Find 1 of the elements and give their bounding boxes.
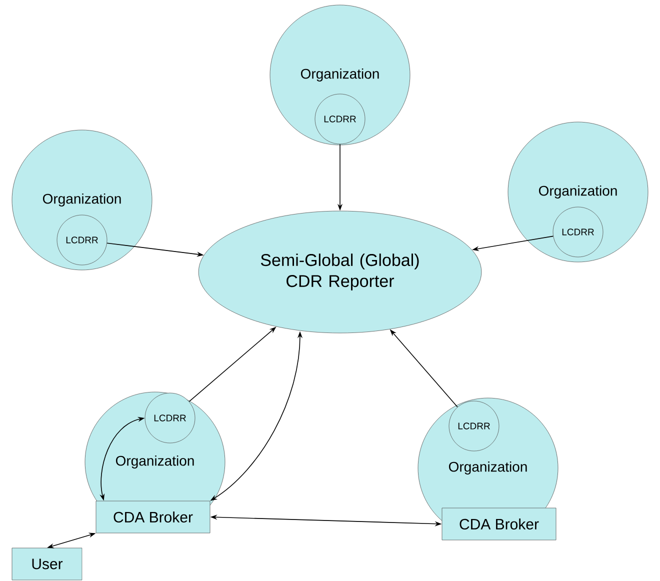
user-box: User — [12, 548, 82, 580]
